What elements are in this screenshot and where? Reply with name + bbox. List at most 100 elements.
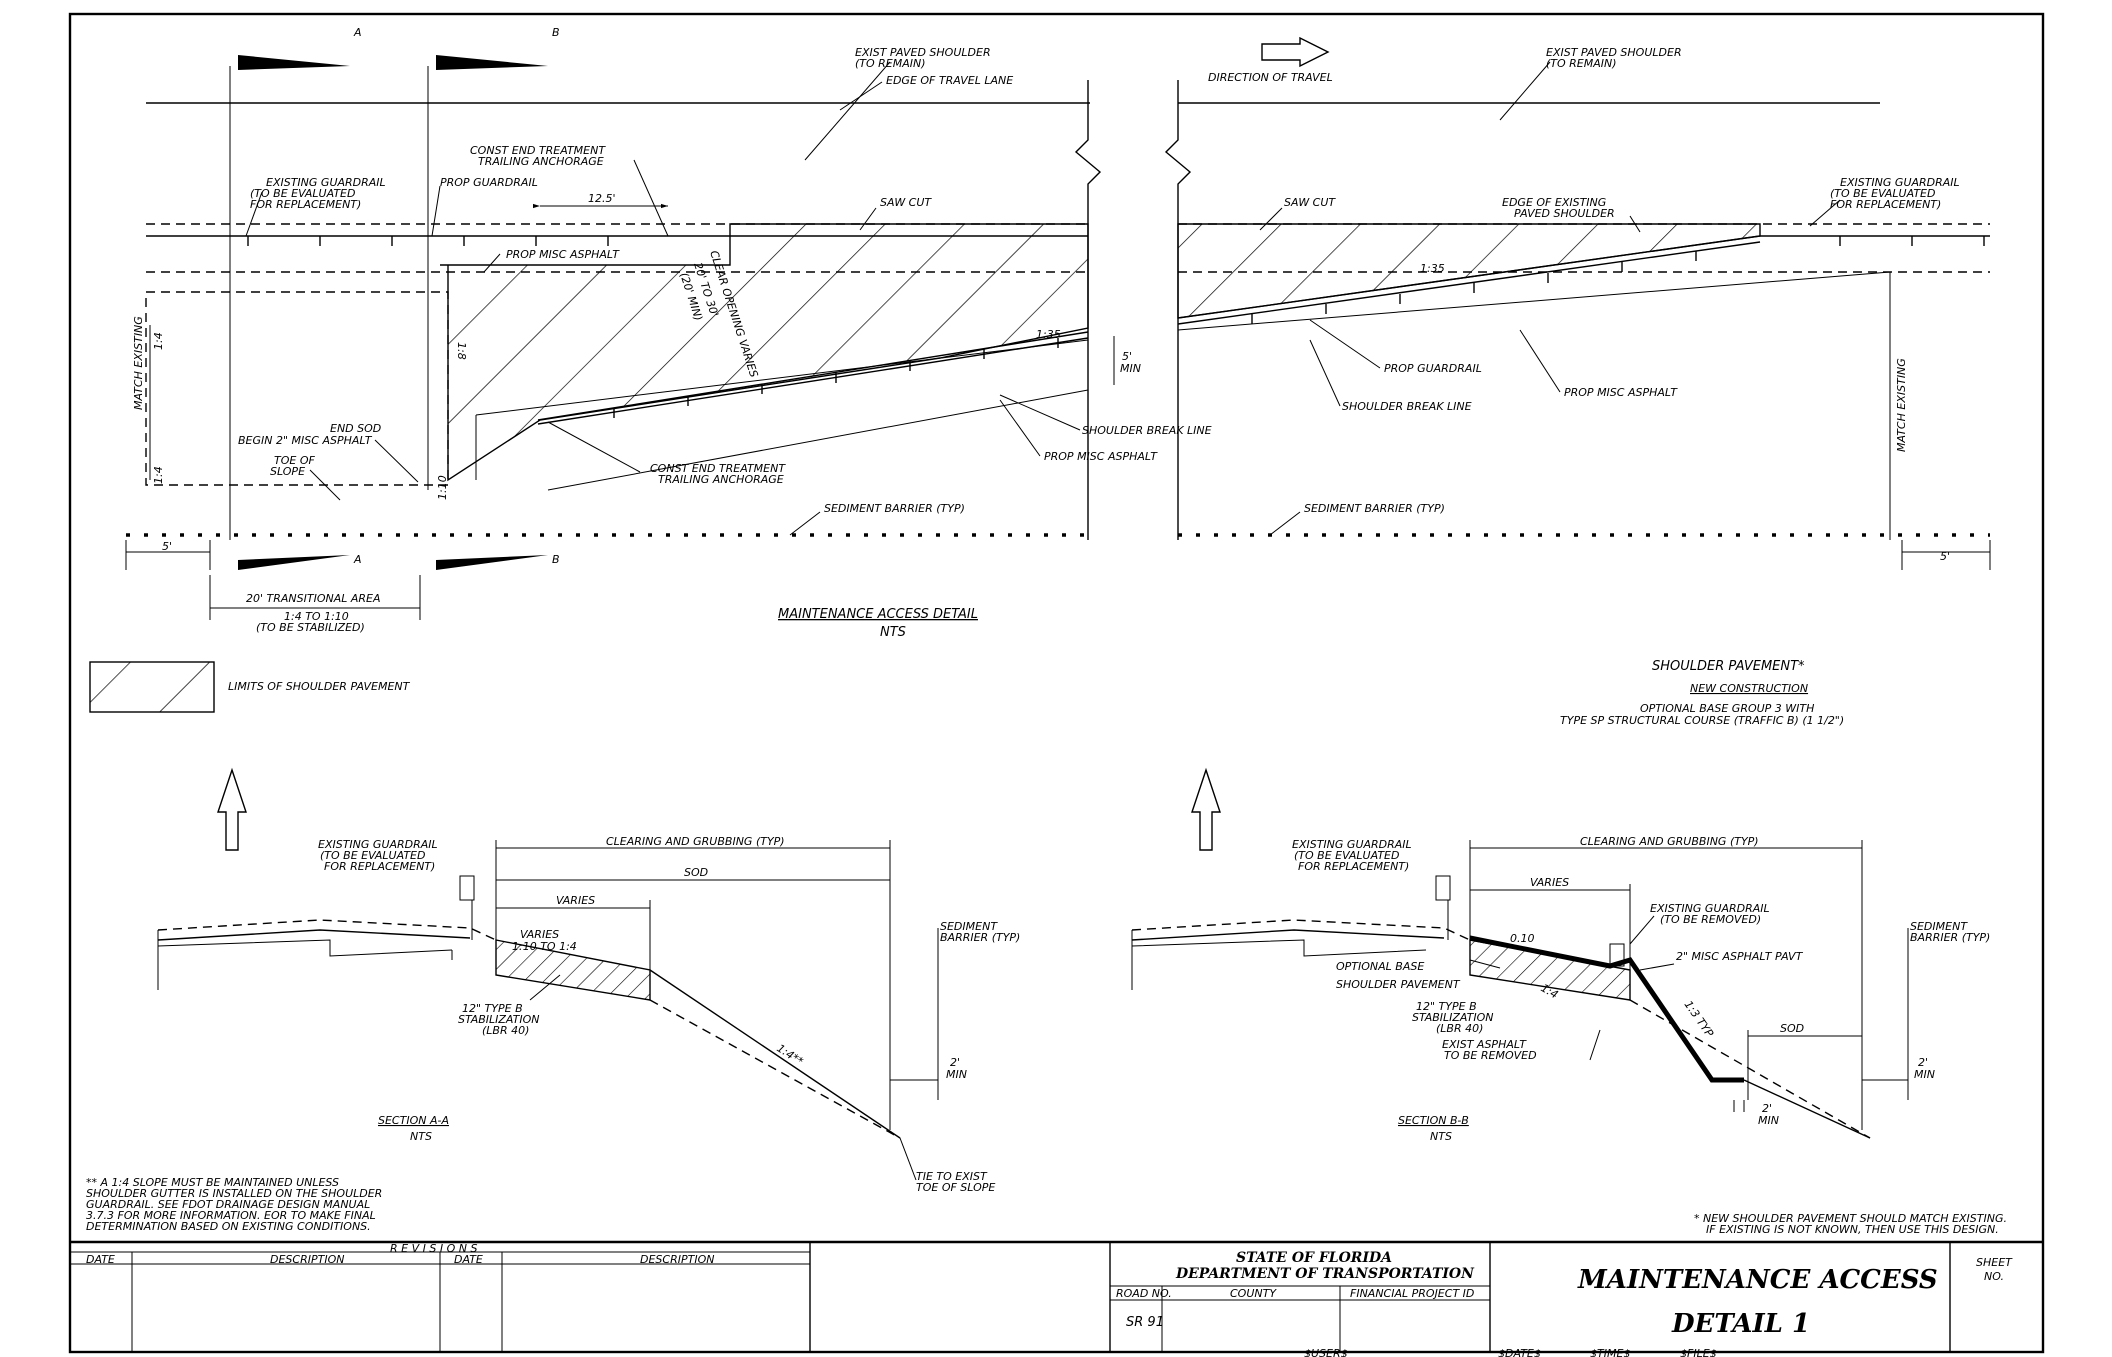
section-b-existing-guardrail: EXISTING GUARDRAIL <box>1650 902 1770 915</box>
section-mark-a-top: A <box>353 26 362 39</box>
svg-text:IF EXISTING IS NOT KNOWN, THEN: IF EXISTING IS NOT KNOWN, THEN USE THIS … <box>1706 1223 1999 1236</box>
section-a-title: SECTION A-A <box>378 1114 449 1127</box>
svg-text:2': 2' <box>950 1056 960 1069</box>
svg-text:BARRIER (TYP): BARRIER (TYP) <box>940 931 1020 944</box>
section-b-guardrail: EXISTING GUARDRAIL <box>1292 838 1412 851</box>
section-mark-a-bottom: A <box>353 553 362 566</box>
svg-text:TOE OF SLOPE: TOE OF SLOPE <box>916 1181 995 1194</box>
svg-text:OPTIONAL BASE GROUP 3 WITH: OPTIONAL BASE GROUP 3 WITH <box>1640 702 1814 715</box>
svg-text:STABILIZATION: STABILIZATION <box>1412 1011 1494 1024</box>
svg-text:(TO BE STABILIZED): (TO BE STABILIZED) <box>256 621 365 634</box>
plan-title: MAINTENANCE ACCESS DETAIL <box>778 607 978 622</box>
svg-text:1:4: 1:4 <box>152 332 165 350</box>
label-trailing-anchorage: TRAILING ANCHORAGE <box>478 155 604 168</box>
label-saw-cut: SAW CUT <box>880 196 932 209</box>
svg-text:MIN: MIN <box>1914 1068 1935 1081</box>
svg-text:MIN: MIN <box>1120 362 1141 375</box>
legend-label: LIMITS OF SHOULDER PAVEMENT <box>228 680 411 693</box>
label-sediment-barrier-2: SEDIMENT BARRIER (TYP) <box>1304 502 1445 515</box>
label-const-end-treatment-2: CONST END TREATMENT <box>650 462 786 475</box>
svg-text:1:10: 1:10 <box>436 475 449 500</box>
section-a-sod: SOD <box>684 866 708 879</box>
plan-labels: A B A B EXIST PAVED SHOULDER (TO REMAIN)… <box>132 26 1960 640</box>
section-a-sediment: SEDIMENT <box>940 920 998 933</box>
svg-text:1:35: 1:35 <box>1036 328 1061 341</box>
svg-text:(TO BE REMOVED): (TO BE REMOVED) <box>1660 913 1761 926</box>
svg-text:NTS: NTS <box>410 1130 432 1143</box>
svg-text:GUARDRAIL. SEE FDOT DRAINAGE D: GUARDRAIL. SEE FDOT DRAINAGE DESIGN MANU… <box>86 1198 370 1211</box>
legend: LIMITS OF SHOULDER PAVEMENT <box>89 661 411 713</box>
label-match-existing-left: MATCH EXISTING <box>132 316 145 410</box>
label-toe-of-slope: TOE OF <box>274 454 315 467</box>
section-b-title: SECTION B-B <box>1398 1114 1469 1127</box>
svg-text:DATE: DATE <box>454 1253 483 1266</box>
section-b-optional-base: OPTIONAL BASE <box>1336 960 1424 973</box>
svg-text:2': 2' <box>1762 1102 1772 1115</box>
svg-text:3.7.3 FOR MORE INFORMATION. EO: 3.7.3 FOR MORE INFORMATION. EOR TO MAKE … <box>86 1209 376 1222</box>
label-exist-paved-shoulder: EXIST PAVED SHOULDER <box>855 46 991 59</box>
svg-text:TO BE REMOVED: TO BE REMOVED <box>1444 1049 1537 1062</box>
svg-text:NTS: NTS <box>1430 1130 1452 1143</box>
sheet-title-1: MAINTENANCE ACCESS <box>1577 1265 1938 1295</box>
svg-text:ROAD NO.: ROAD NO. <box>1116 1287 1172 1300</box>
label-prop-misc-asphalt: PROP MISC ASPHALT <box>506 248 620 261</box>
svg-text:NEW CONSTRUCTION: NEW CONSTRUCTION <box>1690 682 1808 695</box>
svg-text:TRAILING ANCHORAGE: TRAILING ANCHORAGE <box>658 473 784 486</box>
section-a-guardrail: EXISTING GUARDRAIL <box>318 838 438 851</box>
label-saw-cut-2: SAW CUT <box>1284 196 1336 209</box>
svg-text:FOR REPLACEMENT): FOR REPLACEMENT) <box>1298 860 1409 873</box>
svg-text:(LBR 40): (LBR 40) <box>482 1024 529 1037</box>
svg-text:(TO BE EVALUATED: (TO BE EVALUATED <box>320 849 425 862</box>
svg-text:FOR REPLACEMENT): FOR REPLACEMENT) <box>1830 198 1941 211</box>
note-slope: ** A 1:4 SLOPE MUST BE MAINTAINED UNLESS <box>86 1176 339 1189</box>
svg-text:1:3 TYP: 1:3 TYP <box>1682 998 1717 1040</box>
road-number: SR 91 <box>1126 1315 1164 1330</box>
section-b-exist-asphalt: EXIST ASPHALT <box>1442 1038 1527 1051</box>
svg-text:1:10 TO 1:4: 1:10 TO 1:4 <box>512 940 577 953</box>
svg-text:STABILIZATION: STABILIZATION <box>458 1013 540 1026</box>
svg-text:(TO BE EVALUATED: (TO BE EVALUATED <box>1294 849 1399 862</box>
section-b-labels: EXISTING GUARDRAIL (TO BE EVALUATED FOR … <box>1292 835 1990 1143</box>
svg-text:FOR REPLACEMENT): FOR REPLACEMENT) <box>324 860 435 873</box>
svg-text:(TO BE EVALUATED: (TO BE EVALUATED <box>1830 187 1935 200</box>
label-to-remain: (TO REMAIN) <box>855 57 926 70</box>
svg-text:DATE: DATE <box>86 1253 115 1266</box>
svg-text:$DATE$: $DATE$ <box>1498 1347 1541 1357</box>
svg-text:1:8: 1:8 <box>455 342 468 360</box>
svg-text:5': 5' <box>1940 550 1950 563</box>
section-a-stabilization: 12" TYPE B <box>462 1002 523 1015</box>
label-prop-misc-asphalt-right: PROP MISC ASPHALT <box>1564 386 1678 399</box>
label-to-remain-2: (TO REMAIN) <box>1546 57 1617 70</box>
sheet-title-2: DETAIL 1 <box>1671 1309 1810 1339</box>
label-edge-existing: EDGE OF EXISTING <box>1502 196 1606 209</box>
section-b-b <box>1131 767 1909 1139</box>
sheet-no-label: SHEET <box>1976 1256 2013 1269</box>
svg-text:VARIES: VARIES <box>520 928 559 941</box>
label-direction-of-travel: DIRECTION OF TRAVEL <box>1208 71 1333 84</box>
svg-text:DESCRIPTION: DESCRIPTION <box>270 1253 344 1266</box>
shoulder-pavement-note: SHOULDER PAVEMENT* NEW CONSTRUCTION OPTI… <box>1560 659 1844 727</box>
svg-text:SHOULDER GUTTER IS INSTALLED O: SHOULDER GUTTER IS INSTALLED ON THE SHOU… <box>86 1187 382 1200</box>
section-b-sod: SOD <box>1780 1022 1804 1035</box>
label-shoulder-break-line: SHOULDER BREAK LINE <box>1082 424 1212 437</box>
label-prop-misc-asphalt-2: PROP MISC ASPHALT <box>1044 450 1158 463</box>
note-new-shoulder: * NEW SHOULDER PAVEMENT SHOULD MATCH EXI… <box>1694 1212 2007 1225</box>
svg-text:1:35: 1:35 <box>1420 262 1445 275</box>
svg-text:NO.: NO. <box>1984 1270 2004 1283</box>
svg-text:1:4 TO 1:10: 1:4 TO 1:10 <box>284 610 349 623</box>
label-prop-guardrail: PROP GUARDRAIL <box>440 176 538 189</box>
svg-text:TYPE SP STRUCTURAL COURSE (TRA: TYPE SP STRUCTURAL COURSE (TRAFFIC B) (1… <box>1560 714 1844 727</box>
svg-text:MIN: MIN <box>946 1068 967 1081</box>
svg-text:0.10: 0.10 <box>1510 932 1535 945</box>
svg-text:DESCRIPTION: DESCRIPTION <box>640 1253 714 1266</box>
svg-text:2': 2' <box>1918 1056 1928 1069</box>
svg-text:PAVED SHOULDER: PAVED SHOULDER <box>1514 207 1615 220</box>
section-a-a <box>157 767 939 1181</box>
svg-text:MIN: MIN <box>1758 1114 1779 1127</box>
svg-text:BARRIER (TYP): BARRIER (TYP) <box>1910 931 1990 944</box>
section-b-misc-asphalt: 2" MISC ASPHALT PAVT <box>1676 950 1804 963</box>
label-shoulder-break-line-right: SHOULDER BREAK LINE <box>1342 400 1472 413</box>
section-b-varies: VARIES <box>1530 876 1569 889</box>
svg-text:(LBR 40): (LBR 40) <box>1436 1022 1483 1035</box>
